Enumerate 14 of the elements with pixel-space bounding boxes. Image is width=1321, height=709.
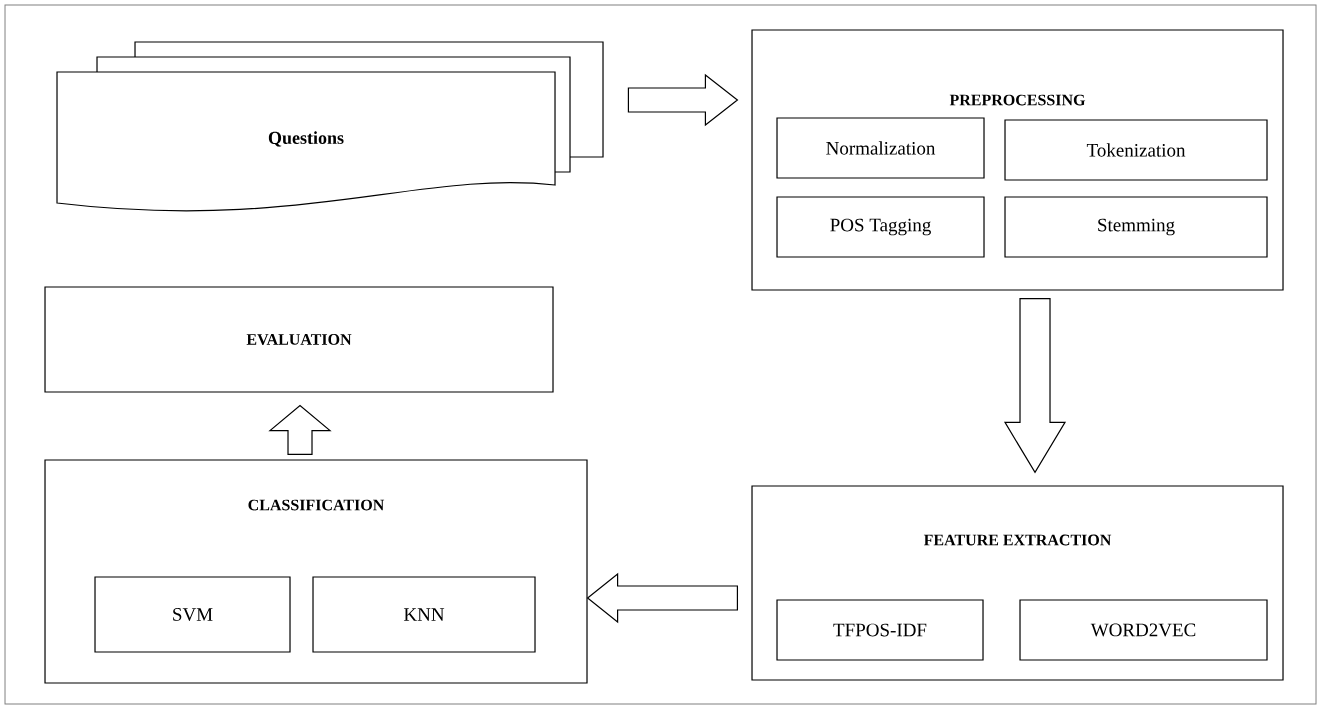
step-box: Normalization bbox=[776, 117, 985, 179]
step-box: Stemming bbox=[1004, 196, 1268, 258]
block-arrow bbox=[1003, 298, 1067, 474]
step-box: KNN bbox=[312, 576, 536, 653]
document-stack: Questions bbox=[56, 41, 604, 212]
stage-box: EVALUATION bbox=[44, 286, 554, 393]
step-box: Tokenization bbox=[1004, 119, 1268, 181]
block-arrow bbox=[627, 73, 739, 127]
step-box: SVM bbox=[94, 576, 291, 653]
block-arrow bbox=[268, 404, 332, 455]
step-box: POS Tagging bbox=[776, 196, 985, 258]
step-box: WORD2VEC bbox=[1019, 599, 1268, 661]
step-box: TFPOS-IDF bbox=[776, 599, 984, 661]
block-arrow bbox=[586, 572, 738, 624]
